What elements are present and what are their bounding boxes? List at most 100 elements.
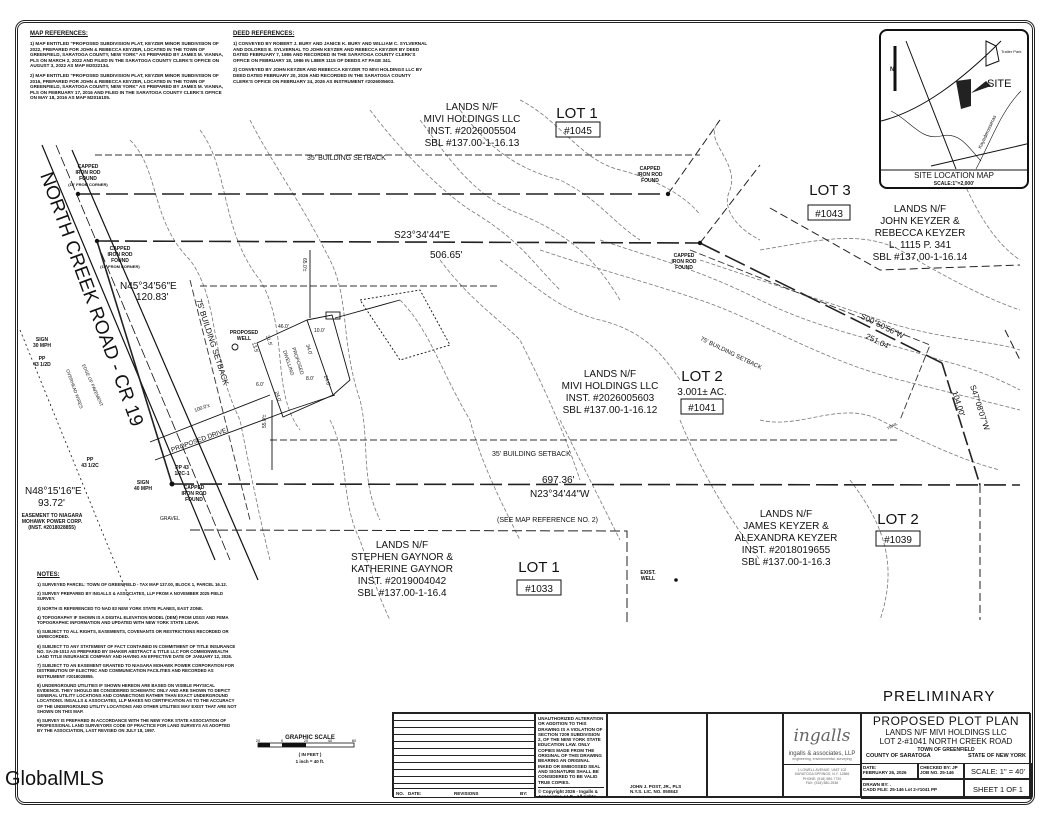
lot3-line-5: SBL #137.00-1-16.14 bbox=[873, 252, 968, 263]
note-3: 3) NORTH IS REFERENCED TO NAD 83 NEW YOR… bbox=[37, 605, 204, 611]
firm-address-1: 1 LOWELL AVENUE, UNIT 102 bbox=[797, 768, 847, 772]
dim-24b: 24.0' bbox=[273, 391, 282, 403]
distance-southeast: 104.00' bbox=[950, 390, 967, 418]
site-label: SITE bbox=[987, 78, 1011, 90]
distance-south: 697.36' bbox=[542, 475, 575, 486]
overhead-wires-label: OVERHEAD WIRES bbox=[65, 369, 84, 409]
lot2-keyzer-line-1: LANDS N/F bbox=[760, 509, 812, 520]
iron-rod-2-line-2: IRON ROD bbox=[108, 252, 133, 258]
drawn-by: DRAWN BY: . bbox=[863, 782, 892, 787]
pp-2-line-2: 43 1/2C bbox=[81, 463, 99, 469]
lot1-gaynor-line-4: INST. #2019004042 bbox=[358, 576, 447, 587]
iron-rod-2-line-4: (10' FROM CORNER) bbox=[100, 264, 140, 269]
dim-10: 10.0' bbox=[314, 328, 325, 334]
surveyor-name: JOHN J. POST, JR., PLS bbox=[630, 784, 682, 789]
preliminary-stamp: PRELIMINARY bbox=[883, 688, 995, 705]
notes-heading: NOTES: bbox=[37, 572, 60, 578]
state: STATE OF NEW YORK bbox=[967, 753, 1026, 759]
lot1-north-lot: LOT 1 bbox=[556, 105, 597, 122]
parcel-labels: LANDS N/F MIVI HOLDINGS LLC INST. #20260… bbox=[351, 102, 968, 599]
scale-tick-3: 20 bbox=[304, 738, 309, 743]
note-1: 1) SURVEYED PARCEL: TOWN OF GREENFIELD -… bbox=[37, 582, 227, 587]
lot1-gaynor-line-2: STEPHEN GAYNOR & bbox=[351, 552, 453, 563]
lot1-north-line-1: LANDS N/F bbox=[446, 102, 498, 113]
setback-35-bottom: 35' BUILDING SETBACK bbox=[492, 451, 571, 458]
iron-rod-1-line-4: (10' FROM CORNER) bbox=[68, 182, 108, 187]
cadd-file: CADD FILE: 25-146 Lot 2-#1041 PP bbox=[863, 787, 938, 793]
lot2-subject-area: 3.001± AC. bbox=[677, 387, 726, 398]
revisions-table: NO. DATE: REVISIONS BY: bbox=[393, 713, 535, 798]
iron-rod-4-line-3: FOUND bbox=[675, 265, 693, 271]
iron-rod-markers bbox=[75, 191, 703, 582]
watermark: GlobalMLS bbox=[5, 768, 104, 790]
lot2-keyzer-line-2: JAMES KEYZER & bbox=[743, 521, 829, 532]
iron-rod-2-line-3: FOUND bbox=[111, 258, 129, 264]
dim-6: 6.0' bbox=[256, 382, 264, 388]
gravel-label: GRAVEL bbox=[160, 516, 180, 522]
lot3-line-4: L. 1115 P. 341 bbox=[889, 240, 952, 251]
lot3-line-1: LANDS N/F bbox=[894, 204, 946, 215]
firm-logo-block: ingalls ingalls & associates, LLP engine… bbox=[783, 713, 861, 798]
surveyor-seal: JOHN J. POST, JR., PLS N.Y.S. LIC. NO. 0… bbox=[607, 713, 707, 798]
easement-line-1: EASEMENT TO NIAGARA bbox=[22, 513, 83, 519]
distance-east: 251.04' bbox=[864, 332, 892, 352]
job-number: JOB NO. 25-146 bbox=[920, 770, 954, 776]
dim-100: 100.0'± bbox=[194, 403, 212, 414]
proposed-improvements bbox=[149, 250, 451, 470]
title-block: NO. DATE: REVISIONS BY: UNAUTHORIZED ALT… bbox=[392, 712, 1032, 799]
dim-8: 8.0' bbox=[306, 376, 314, 382]
trailer-park-label: Trailer Park bbox=[1001, 49, 1022, 54]
exist-well-line-2: WELL bbox=[641, 576, 655, 582]
north-creek-road bbox=[19, 144, 259, 601]
note-9: 9) SURVEY IS PREPARED IN ACCORDANCE WITH… bbox=[37, 718, 231, 734]
trail-label: TRAIL bbox=[886, 420, 899, 430]
iron-rod-4-line-2: IRON ROD bbox=[672, 259, 697, 265]
site-map-drawing: N SITE Trailer Park Kayaderosseras SITE … bbox=[881, 40, 1027, 187]
iron-rod-1-line-2: IRON ROD bbox=[76, 170, 101, 176]
lot2-keyzer-line-3: ALEXANDRA KEYZER bbox=[735, 533, 838, 544]
iron-rod-1-line-1: CAPPED bbox=[78, 164, 99, 170]
lot2-subject-number: #1041 bbox=[688, 403, 716, 414]
iron-rod-3-line-3: FOUND bbox=[641, 178, 659, 184]
scale-unit: ( IN FEET ) bbox=[299, 752, 322, 757]
bearing-north: S23°34'44"E bbox=[394, 230, 450, 241]
drawing-subtitle-2: LOT 2-#1041 NORTH CREEK ROAD bbox=[879, 737, 1013, 746]
distance-front-top: 120.83' bbox=[136, 292, 169, 303]
lot2-subject-line-4: SBL #137.00-1-16.12 bbox=[563, 405, 658, 416]
lot2-subject-lot: LOT 2 bbox=[681, 368, 722, 385]
setback-75-left: 75' BUILDING SETBACK bbox=[194, 298, 231, 387]
distance-front-bottom: 93.72' bbox=[38, 498, 65, 509]
note-5: 5) SUBJECT TO ALL RIGHTS, EASEMENTS, COV… bbox=[37, 629, 229, 640]
rev-header-revisions: REVISIONS bbox=[454, 791, 479, 796]
dim-34: 34.0' bbox=[304, 344, 313, 356]
easement-line-3: (INST. #2018028855) bbox=[28, 525, 76, 531]
lot1-gaynor-lot: LOT 1 bbox=[518, 559, 559, 576]
firm-fax: FAX: (518) 580-2536 bbox=[805, 780, 839, 785]
map-reference-1: 1) MAP ENTITLED "PROPOSED SUBDIVISION PL… bbox=[30, 41, 224, 69]
bearing-south: N23°34'44"W bbox=[530, 489, 590, 500]
sign-30-line-1: SIGN bbox=[36, 337, 49, 343]
setback-35-top: 35' BUILDING SETBACK bbox=[307, 155, 386, 162]
scale-value: SCALE: 1" = 40' bbox=[964, 763, 1032, 779]
scale-tick-2: 0 bbox=[281, 738, 284, 743]
firm-logo: ingalls bbox=[793, 726, 851, 746]
bearing-front-top: N45°34'56"E bbox=[120, 281, 177, 292]
note-7: 7) SUBJECT TO AN EASEMENT GRANTED TO NIA… bbox=[37, 663, 235, 679]
scale-tick-5: 80 bbox=[352, 738, 357, 743]
scale-ratio: 1 inch = 40 ft. bbox=[296, 759, 325, 764]
map-references-heading: MAP REFERENCES: bbox=[30, 31, 88, 37]
graphic-scale: GRAPHIC SCALE 20 0 20 40 80 ( IN FEET ) … bbox=[256, 735, 357, 764]
lot1-gaynor-line-3: KATHERINE GAYNOR bbox=[351, 564, 453, 575]
map-references: MAP REFERENCES: 1) MAP ENTITLED "PROPOSE… bbox=[30, 31, 225, 105]
site-map-scale: SCALE:1"=2,000' bbox=[934, 181, 974, 187]
rev-header-no: NO. bbox=[396, 791, 405, 796]
edge-of-pavement-label: EDGE OF PAVEMENT bbox=[81, 363, 104, 407]
pp-2-line-1: PP bbox=[87, 457, 94, 463]
sign-40-line-1: SIGN bbox=[137, 480, 150, 486]
deed-references-heading: DEED REFERENCES: bbox=[233, 31, 295, 37]
sign-30-line-2: 30 MPH bbox=[33, 343, 51, 349]
lot2-keyzer-lot: LOT 2 bbox=[877, 511, 918, 528]
exist-well-line-1: EXIST. bbox=[640, 570, 656, 576]
bearing-southeast: S47°08'07"W bbox=[968, 384, 991, 432]
scale-tick-1: 20 bbox=[256, 738, 261, 743]
